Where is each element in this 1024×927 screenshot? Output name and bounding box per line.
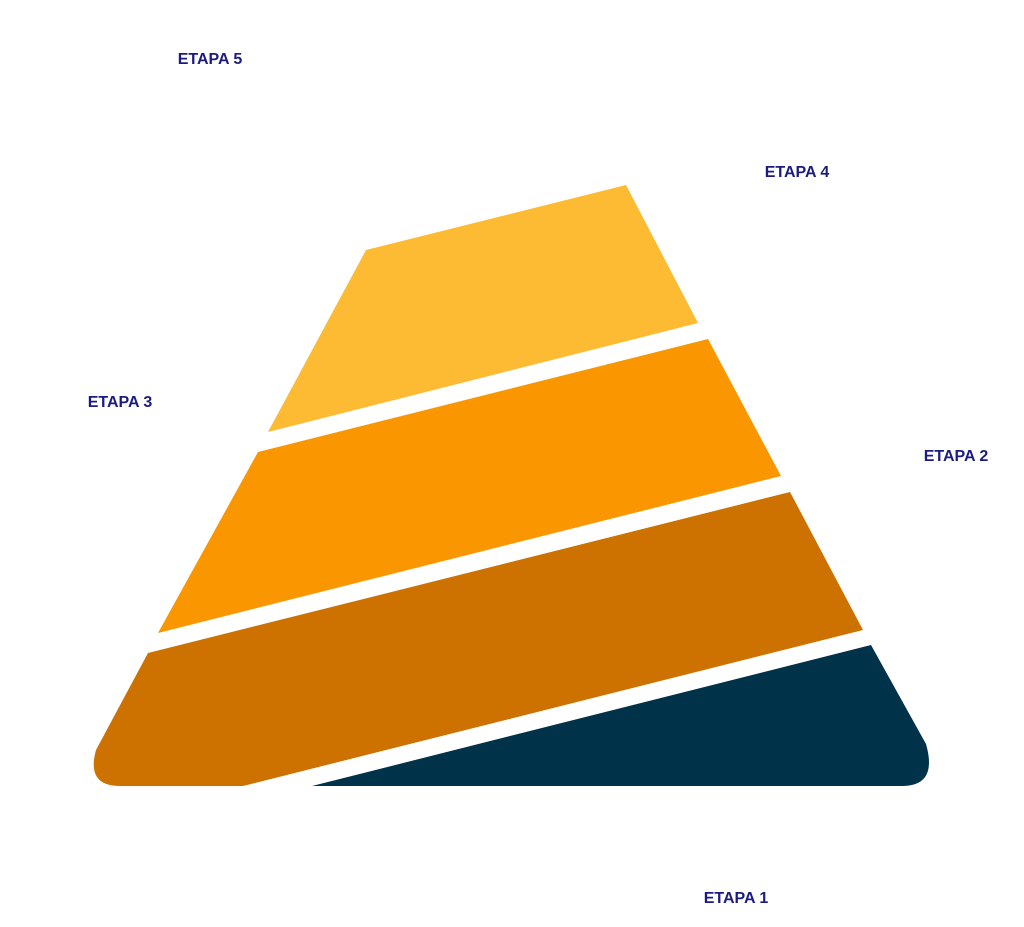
stage-2-label: ETAPA 2 <box>923 448 989 465</box>
pyramid-layer-top <box>268 185 698 432</box>
stage-3-label: ETAPA 3 <box>87 394 153 411</box>
pyramid-layer-second <box>158 339 781 633</box>
stage-5-label: ETAPA 5 <box>177 51 243 68</box>
pyramid-layer-bottom <box>312 645 929 786</box>
stage-4-label: ETAPA 4 <box>764 164 830 181</box>
pyramid-layer-third <box>93 492 863 786</box>
stage-1-label: ETAPA 1 <box>703 890 769 907</box>
